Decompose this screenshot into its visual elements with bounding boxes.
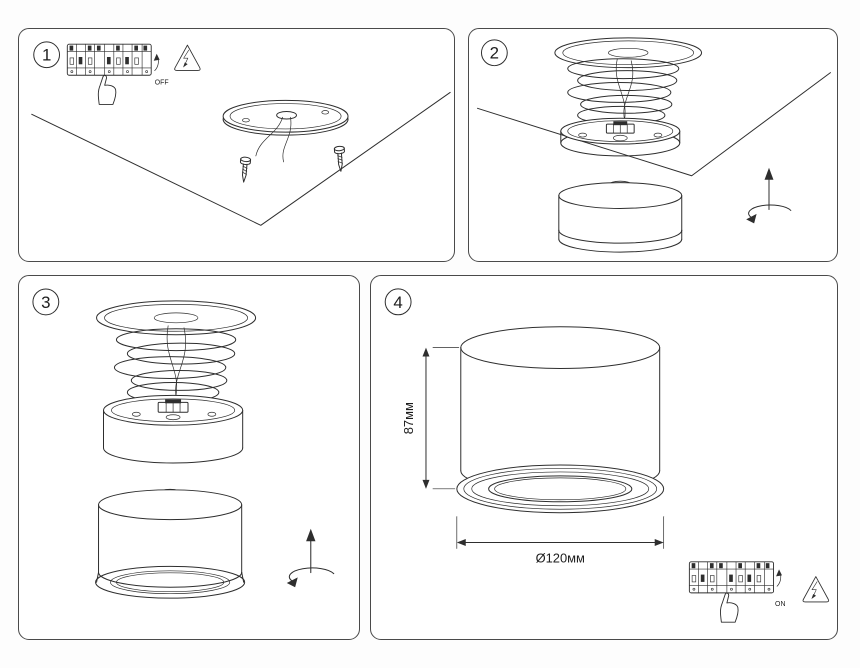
breaker-state-label: ON (775, 601, 785, 608)
height-dimension: 87мм (401, 347, 460, 490)
spring-coil-drawing (567, 58, 680, 129)
diameter-label: Ø120мм (536, 550, 585, 565)
arrowhead (153, 53, 160, 61)
supply-wire (166, 325, 178, 404)
step-number-badge: 1 (33, 41, 61, 69)
electric-hazard-icon (174, 44, 201, 71)
rotation-arrow-icon (286, 528, 335, 588)
step-number: 2 (490, 44, 499, 63)
rear-drum-drawing (103, 394, 244, 464)
step-number: 1 (42, 46, 51, 65)
breaker-state-label: OFF (155, 80, 169, 87)
ceiling-plane-line (31, 91, 451, 226)
supply-wire (255, 116, 283, 157)
rotation-arrow-icon (745, 167, 792, 224)
step-number-badge: 4 (384, 288, 412, 316)
mounting-bracket-drawing (560, 117, 681, 157)
step-1-drawing: OFF 1 (31, 41, 451, 226)
step-2-panel: 2 (468, 28, 838, 262)
breaker-panel-icon (66, 43, 152, 105)
canopy-plate-drawing (96, 300, 257, 336)
ceiling-plane-line (477, 72, 831, 177)
step-number-badge: 3 (32, 288, 60, 316)
height-label: 87мм (401, 402, 416, 434)
step-number: 3 (41, 293, 50, 312)
spring-coil-drawing (113, 325, 237, 406)
step-4-drawing: 87мм Ø120мм ON 4 (384, 288, 830, 623)
step-1-panel: OFF 1 (18, 28, 455, 262)
mounting-plate-drawing (222, 99, 349, 163)
screw-icon (238, 156, 252, 184)
step-2-drawing: 2 (477, 37, 831, 253)
arrowhead (776, 569, 783, 577)
fixture-body-drawing (558, 180, 683, 253)
supply-wire (282, 116, 292, 163)
screw-icon (333, 145, 347, 173)
supply-wire (175, 327, 186, 406)
step-number-badge: 2 (480, 39, 508, 67)
breaker-panel-icon (688, 561, 775, 623)
front-ring-drawing (456, 464, 665, 514)
step-4-panel: 87мм Ø120мм ON 4 (370, 275, 838, 640)
step-3-drawing: 3 (32, 288, 335, 599)
step-3-panel: 3 (18, 275, 360, 640)
front-cylinder-drawing (95, 488, 246, 599)
electric-hazard-icon (802, 576, 830, 603)
step-number: 4 (393, 293, 402, 312)
diameter-dimension: Ø120мм (456, 516, 665, 565)
